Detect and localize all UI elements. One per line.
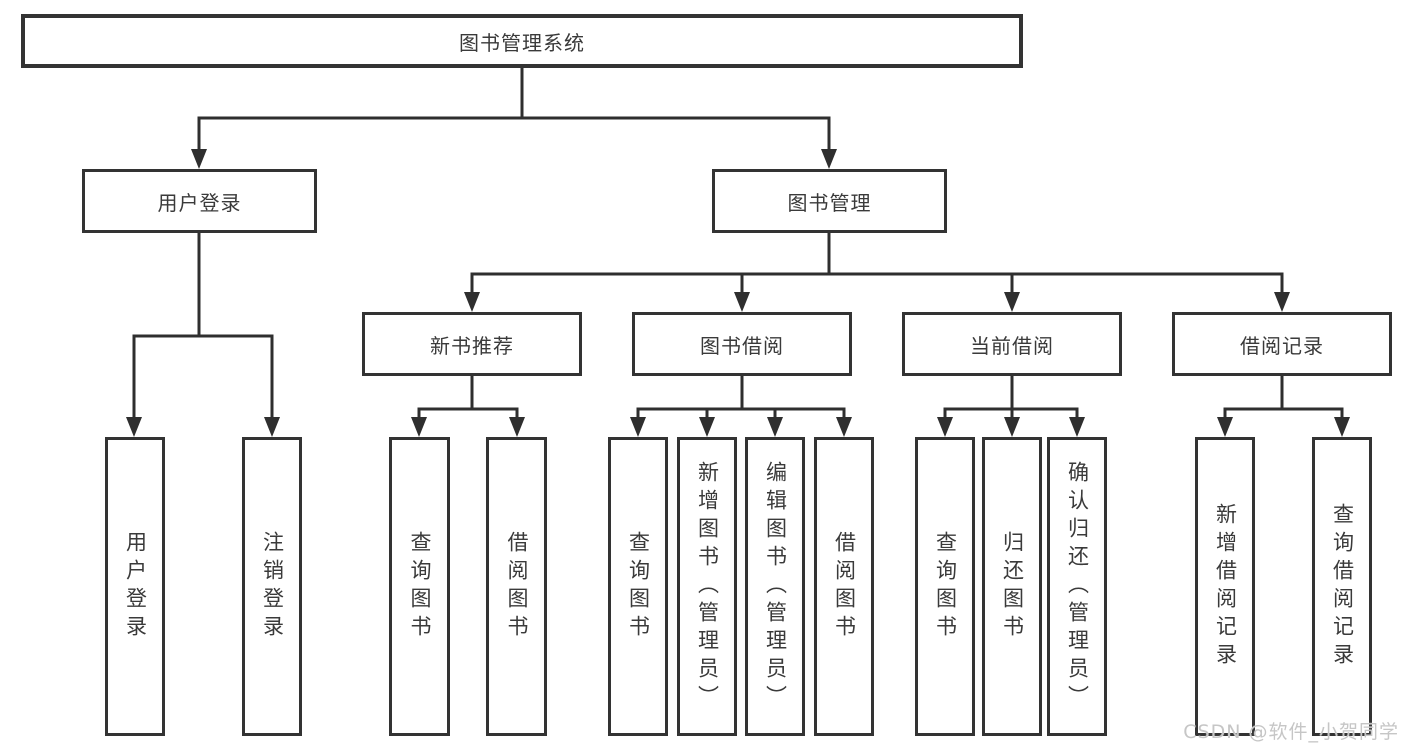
csdn-watermark: CSDN @软件_小贺同学 xyxy=(1183,721,1399,743)
leaf-label: 注销登录 xyxy=(260,530,285,643)
node-label: 图书借阅 xyxy=(700,333,784,358)
node-label: 图书管理 xyxy=(787,190,872,215)
leaf-label: 查询借阅记录 xyxy=(1330,502,1355,671)
node-label: 当前借阅 xyxy=(970,333,1054,358)
node-book-borrowing: 图书借阅 xyxy=(632,312,852,376)
leaf-query-books-current: 查询图书 xyxy=(915,437,975,736)
node-borrowing-records: 借阅记录 xyxy=(1172,312,1392,376)
leaf-confirm-return-admin: 确认归还（管理员） xyxy=(1047,437,1107,736)
leaf-add-books-admin: 新增图书（管理员） xyxy=(677,437,737,736)
leaf-label: 查询图书 xyxy=(933,530,958,643)
node-label: 用户登录 xyxy=(157,190,242,215)
leaf-return-books: 归还图书 xyxy=(982,437,1042,736)
leaf-label: 编辑图书（管理员） xyxy=(763,460,788,713)
leaf-query-books-borrowing: 查询图书 xyxy=(608,437,668,736)
leaf-label: 查询图书 xyxy=(626,530,651,643)
leaf-label: 新增借阅记录 xyxy=(1213,502,1238,671)
leaf-query-borrow-record: 查询借阅记录 xyxy=(1312,437,1372,736)
node-label: 新书推荐 xyxy=(430,333,514,358)
leaf-label: 借阅图书 xyxy=(832,530,857,643)
node-new-book-recommend: 新书推荐 xyxy=(362,312,582,376)
node-label: 图书管理系统 xyxy=(459,30,585,55)
leaf-label: 确认归还（管理员） xyxy=(1065,460,1090,713)
node-label: 借阅记录 xyxy=(1240,333,1324,358)
leaf-borrow-books-recommend: 借阅图书 xyxy=(486,437,547,736)
leaf-add-borrow-record: 新增借阅记录 xyxy=(1195,437,1255,736)
node-user-login: 用户登录 xyxy=(82,169,317,233)
leaf-user-login: 用户登录 xyxy=(105,437,165,736)
leaf-query-books-recommend: 查询图书 xyxy=(389,437,450,736)
leaf-logout: 注销登录 xyxy=(242,437,302,736)
leaf-label: 借阅图书 xyxy=(505,530,529,643)
leaf-label: 归还图书 xyxy=(1000,530,1025,643)
leaf-borrow-books: 借阅图书 xyxy=(814,437,874,736)
leaf-label: 用户登录 xyxy=(123,530,148,643)
node-current-borrowing: 当前借阅 xyxy=(902,312,1122,376)
leaf-edit-books-admin: 编辑图书（管理员） xyxy=(745,437,805,736)
leaf-label: 新增图书（管理员） xyxy=(695,460,720,713)
leaf-label: 查询图书 xyxy=(408,530,432,643)
node-library-management-system: 图书管理系统 xyxy=(21,14,1023,68)
node-book-management: 图书管理 xyxy=(712,169,947,233)
